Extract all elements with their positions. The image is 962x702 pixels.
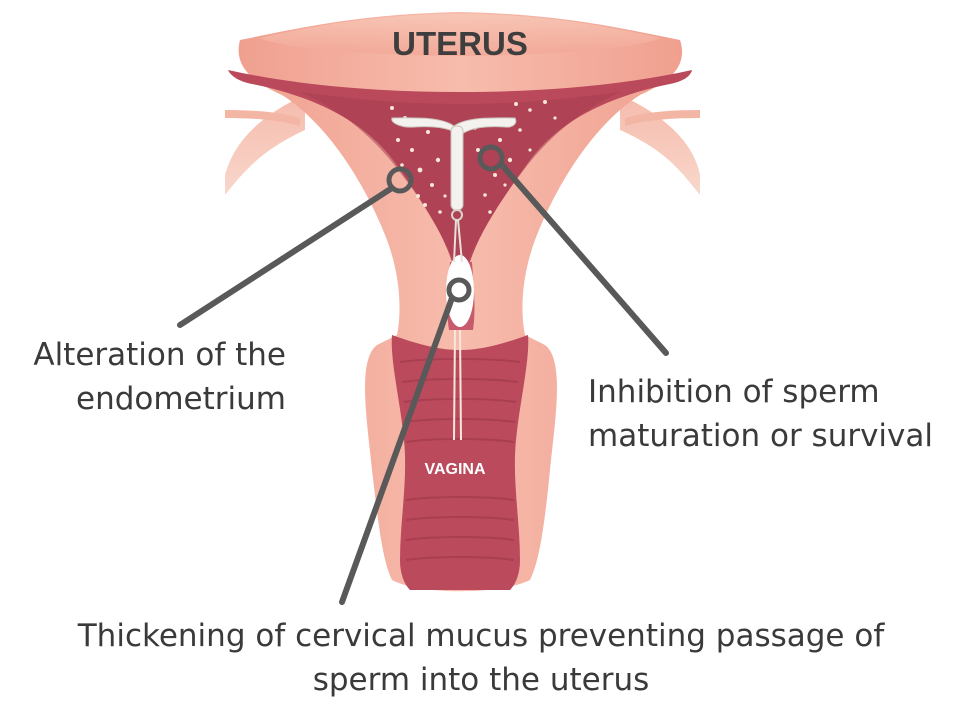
callout-sperm-survival: Inhibition of sperm maturation or surviv… — [588, 370, 958, 458]
callout-endometrium-line1: Alteration of the — [14, 333, 286, 377]
fallopian-tube-left — [225, 95, 305, 195]
vagina-label: VAGINA — [405, 460, 505, 480]
callout-sperm-survival-line2: maturation or survival — [588, 414, 958, 458]
callout-sperm-survival-line1: Inhibition of sperm — [588, 370, 958, 414]
callout-endometrium-line2: endometrium — [14, 377, 286, 421]
callout-cervical-mucus: Thickening of cervical mucus preventing … — [0, 614, 962, 702]
callout-endometrium: Alteration of the endometrium — [14, 333, 286, 421]
callout-cervical-mucus-line2: sperm into the uterus — [0, 658, 962, 702]
fallopian-tube-right — [620, 95, 700, 195]
leader-line-endometrium — [180, 188, 392, 325]
callout-cervical-mucus-line1: Thickening of cervical mucus preventing … — [0, 614, 962, 658]
uterus-label: UTERUS — [360, 24, 560, 64]
